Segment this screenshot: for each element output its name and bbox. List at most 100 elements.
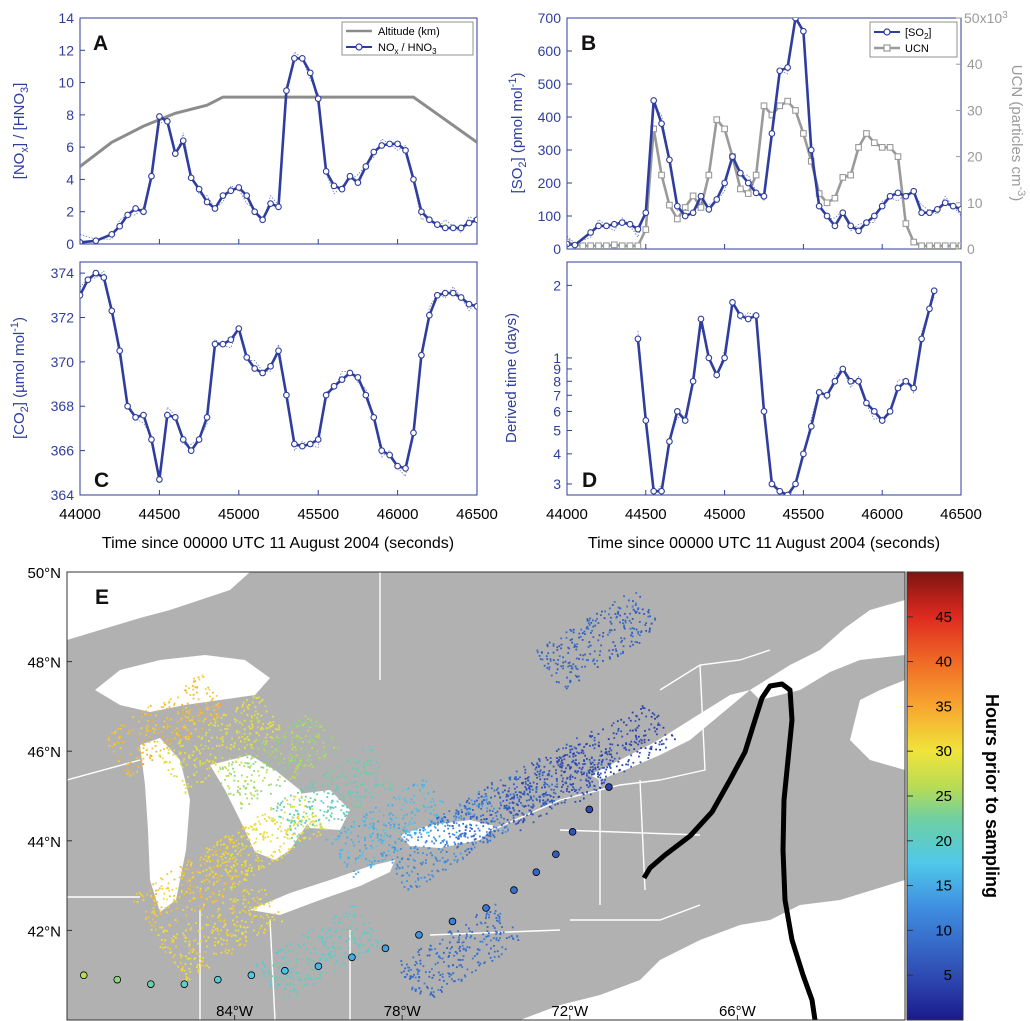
trajectory-dot [325, 937, 328, 940]
co2-point [298, 442, 306, 450]
trajectory-dot [610, 756, 613, 758]
trajectory-dot [317, 819, 320, 822]
trajectory-dot [224, 766, 226, 768]
trajectory-dot [194, 766, 197, 769]
trajectory-dot [184, 940, 187, 943]
trajectory-dot [496, 931, 498, 934]
trajectory-dot [369, 866, 372, 869]
trajectory-dot [445, 821, 448, 824]
trajectory-dot [581, 665, 583, 668]
trajectory-dot [355, 795, 357, 798]
trajectory-dot [590, 621, 593, 624]
trajectory-dot [238, 748, 240, 751]
trajectory-dot [310, 820, 313, 823]
trajectory-dot [206, 945, 209, 948]
trajectory-dot [490, 947, 492, 950]
trajectory-dot [216, 736, 218, 739]
trajectory-dot [344, 775, 347, 778]
trajectory-dot [280, 809, 283, 812]
trajectory-dot [291, 740, 293, 742]
trajectory-dot [229, 933, 232, 936]
panel-b-ylabel: [SO2] (pmol mol-1) [507, 73, 529, 194]
trajectory-dot [303, 805, 306, 808]
trajectory-dot [231, 948, 234, 951]
trajectory-dot [204, 688, 207, 691]
trajectory-dot [485, 943, 488, 946]
trajectory-dot [169, 951, 172, 954]
trajectory-dot [182, 932, 185, 935]
trajectory-dot [425, 780, 428, 783]
trajectory-dot [388, 821, 390, 824]
trajectory-dot [631, 605, 634, 608]
trajectory-dot [363, 763, 366, 766]
trajectory-dot [419, 789, 421, 792]
trajectory-dot [184, 867, 187, 870]
ucn-point [941, 242, 949, 249]
trajectory-dot [567, 652, 570, 654]
trajectory-dot [458, 947, 461, 950]
track-point [180, 980, 189, 988]
trajectory-dot [461, 966, 464, 968]
trajectory-dot [456, 846, 458, 849]
trajectory-dot [257, 931, 260, 934]
trajectory-dot [204, 734, 207, 737]
trajectory-dot [395, 872, 398, 875]
trajectory-dot [274, 757, 277, 760]
trajectory-dot [196, 963, 199, 966]
trajectory-dot [428, 954, 431, 957]
trajectory-dot [637, 724, 640, 727]
trajectory-dot [495, 933, 498, 936]
trajectory-dot [221, 896, 224, 899]
trajectory-dot [208, 848, 211, 851]
trajectory-dot [289, 848, 292, 851]
trajectory-dot [537, 757, 540, 760]
trajectory-dot [552, 643, 555, 645]
trajectory-dot [251, 716, 253, 719]
trajectory-dot [320, 726, 322, 729]
trajectory-dot [370, 928, 373, 930]
trajectory-dot [414, 960, 417, 963]
derived-time-point [800, 450, 807, 458]
trajectory-dot [257, 747, 260, 750]
trajectory-dot [613, 757, 616, 760]
derived-time-point [855, 377, 862, 385]
trajectory-dot [244, 761, 247, 764]
trajectory-dot [524, 777, 527, 780]
trajectory-dot [596, 659, 599, 662]
trajectory-dot [553, 788, 555, 791]
trajectory-dot [146, 725, 149, 727]
trajectory-dot [271, 817, 273, 820]
trajectory-dot [321, 940, 324, 943]
trajectory-dot [631, 635, 634, 638]
trajectory-dot [172, 901, 175, 903]
trajectory-dot [448, 810, 451, 813]
trajectory-dot [374, 767, 377, 770]
so2-point [666, 156, 673, 164]
trajectory-dot [217, 860, 220, 863]
trajectory-dot [325, 817, 328, 820]
trajectory-dot [117, 727, 120, 730]
nox-hno3-point [322, 168, 330, 175]
trajectory-dot [592, 660, 594, 663]
trajectory-dot [554, 792, 557, 795]
trajectory-dot [304, 715, 307, 717]
trajectory-dot [398, 861, 401, 863]
co2-point [235, 325, 243, 332]
trajectory-dot [597, 771, 600, 774]
co2-point [203, 413, 211, 421]
trajectory-dot [495, 815, 498, 817]
trajectory-dot [550, 674, 553, 677]
nox-hno3-point [116, 222, 124, 230]
trajectory-dot [554, 785, 557, 788]
trajectory-dot [246, 838, 249, 841]
trajectory-dot [648, 629, 651, 632]
trajectory-dot [528, 786, 531, 788]
trajectory-dot [597, 744, 600, 747]
ucn-point [705, 171, 713, 179]
trajectory-dot [422, 792, 425, 795]
trajectory-dot [239, 911, 241, 914]
trajectory-dot [251, 726, 254, 729]
trajectory-dot [256, 755, 259, 758]
trajectory-dot [204, 855, 207, 857]
trajectory-dot [264, 836, 267, 839]
